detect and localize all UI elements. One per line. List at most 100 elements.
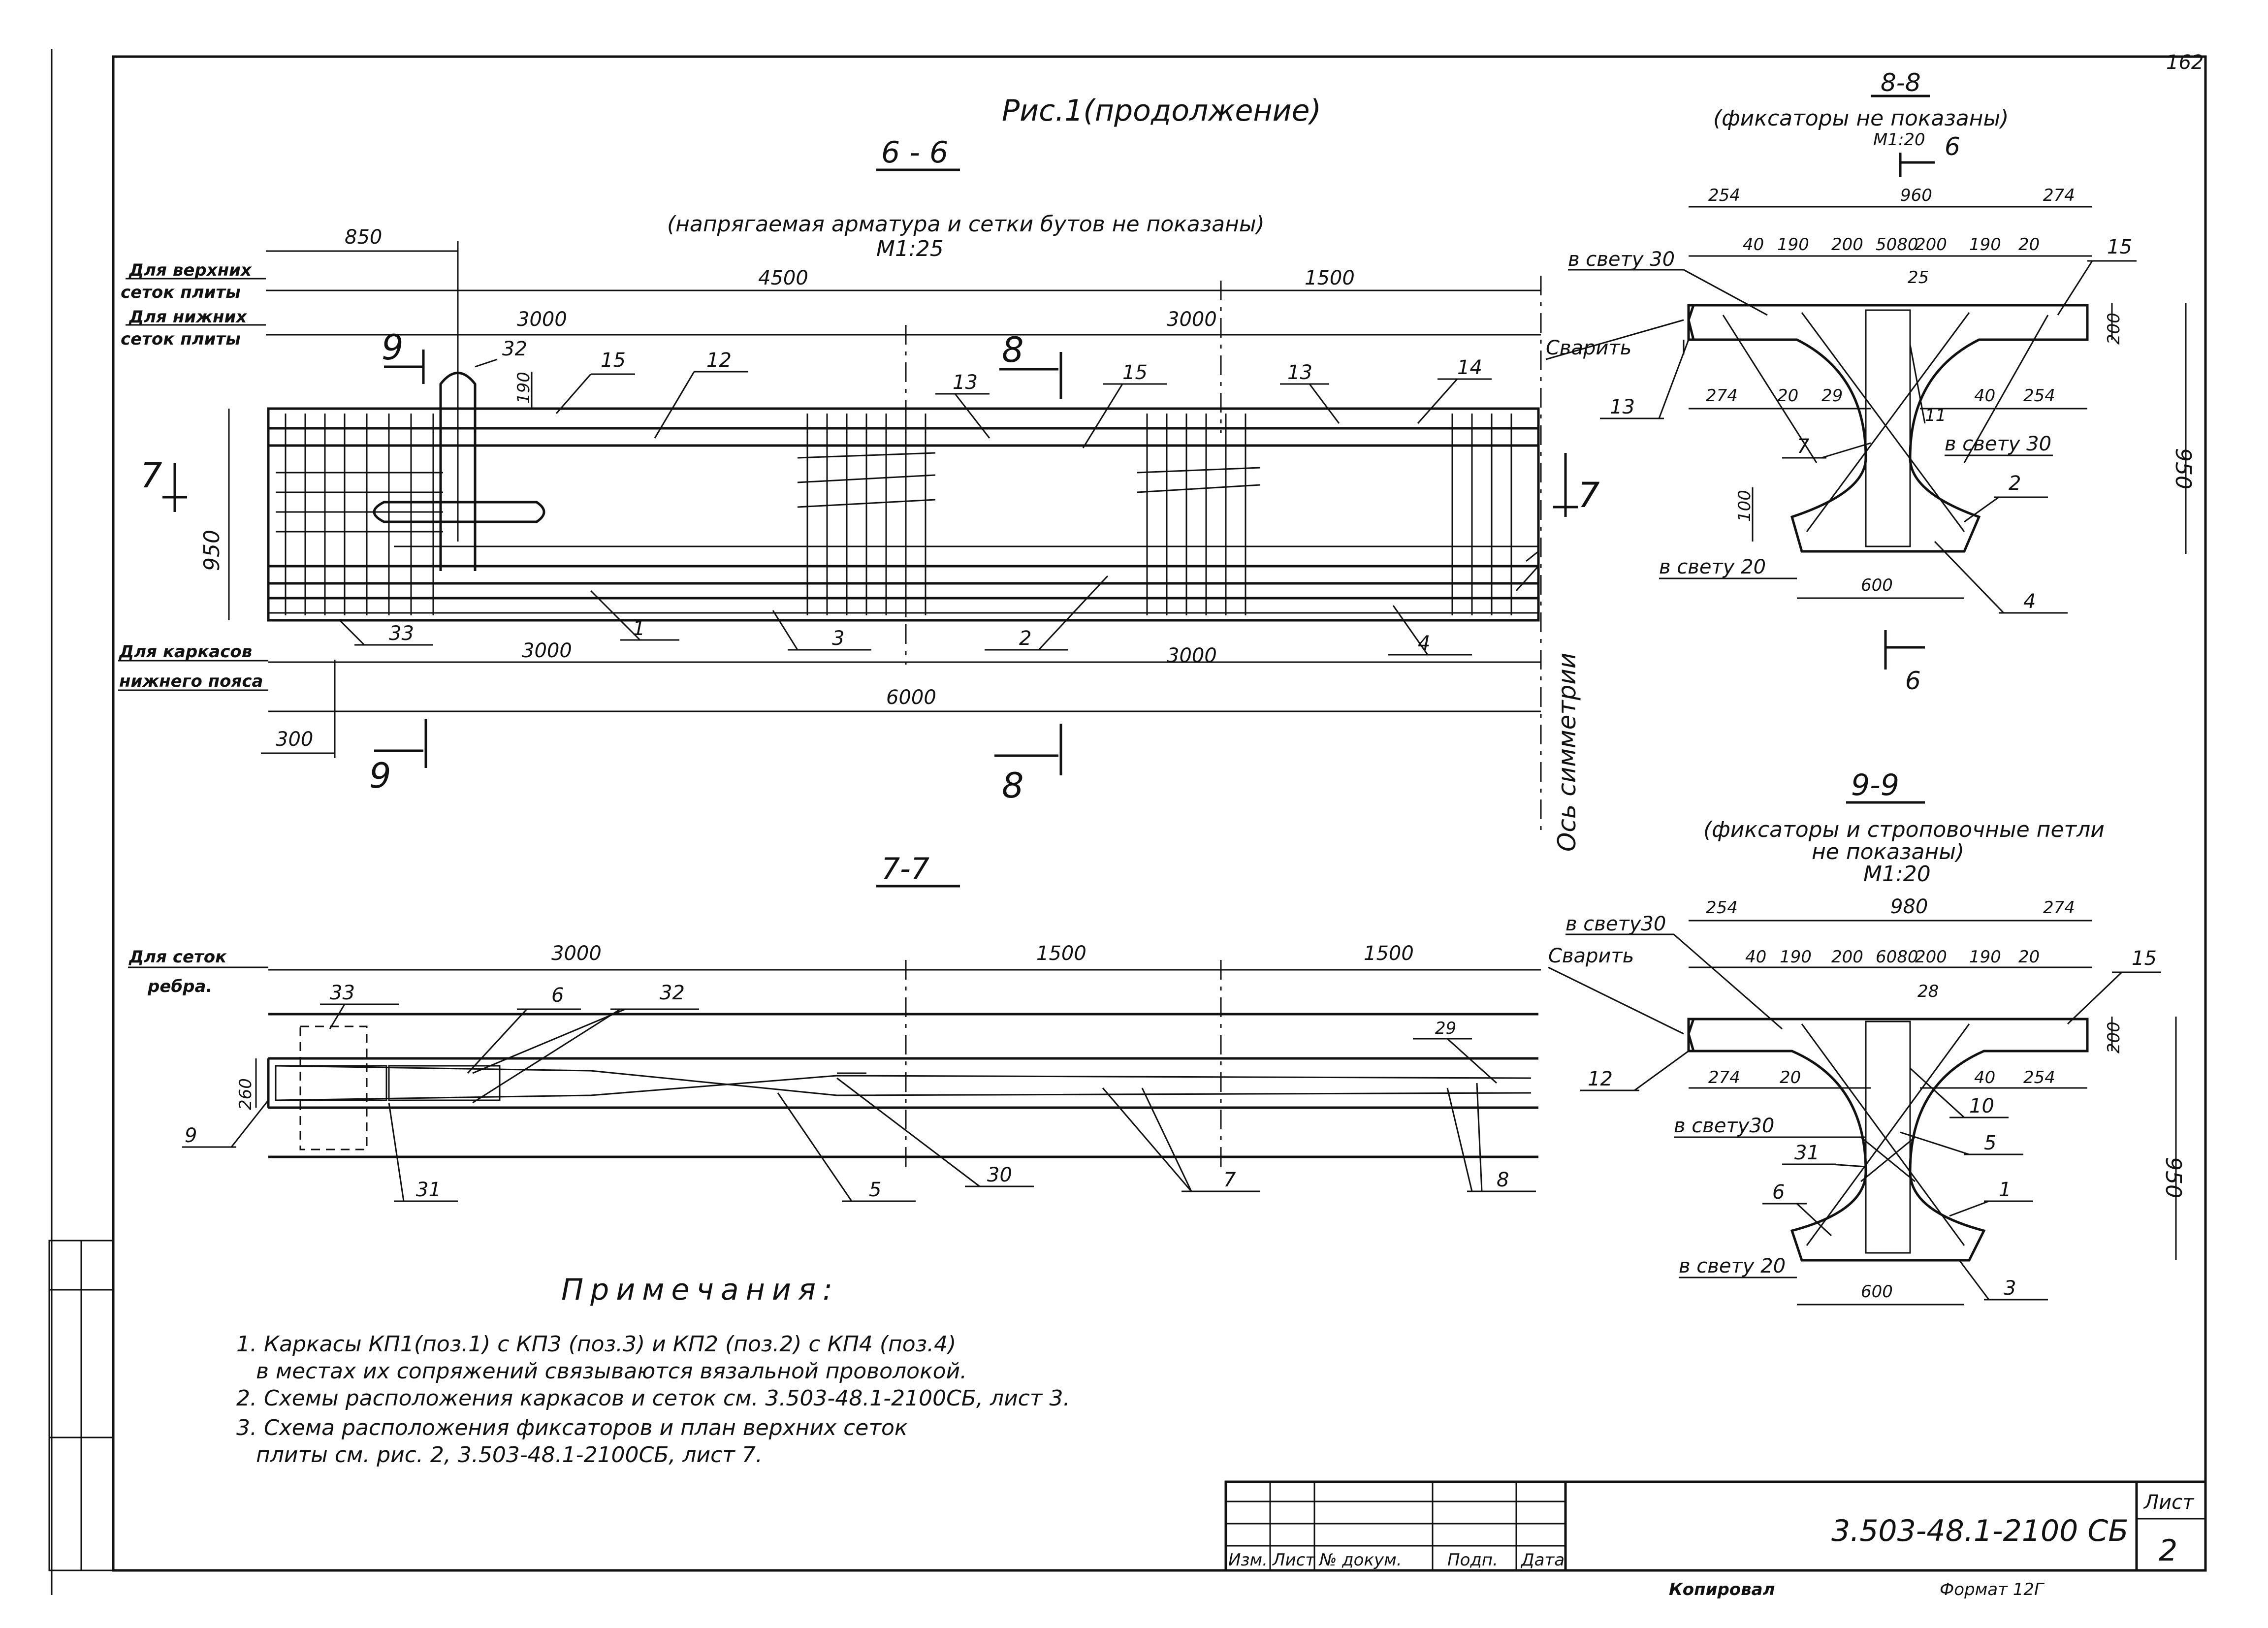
pos-12: 12	[706, 349, 732, 372]
dim-190: 190	[514, 372, 534, 404]
note-2: 2. Схемы расположения каркасов и сеток с…	[236, 1386, 1070, 1411]
pos-33-rib: 33	[330, 982, 355, 1004]
dim-254: 254	[1708, 186, 1740, 205]
dim-600-s99: 600	[1861, 1282, 1893, 1302]
section-9-9-title: 9-9	[1851, 768, 1899, 802]
section-8-8: 8-8 (фиксаторы не показаны) М1:20 6 254 …	[1545, 68, 2196, 695]
note-1a: 1. Каркасы КП1(поз.1) с КП3 (поз.3) и КП…	[236, 1332, 956, 1357]
dim-20-b-s99: 20	[1780, 1068, 1801, 1087]
pos-32-rib: 32	[660, 982, 685, 1004]
clear-20: в свету 20	[1659, 556, 1766, 578]
section-7-7: 7-7 Для сеток ребра. 3000 1500 1500 260 …	[128, 852, 1541, 1202]
section-6-6-scale: М1:25	[876, 236, 944, 261]
copied-by: Копировал	[1669, 1580, 1775, 1599]
pos-15-s99: 15	[2132, 947, 2157, 970]
dim-200-vert-s99: 200	[2104, 1021, 2124, 1053]
dim-20: 20	[2018, 235, 2040, 255]
pos-3-s99: 3	[2004, 1277, 2016, 1300]
tb-col-doc: № докум.	[1318, 1550, 1402, 1570]
weld-note-s99: Сварить	[1548, 945, 1634, 967]
sheet-label: Лист	[2143, 1491, 2195, 1514]
dim-6000: 6000	[886, 686, 936, 709]
pos-30: 30	[987, 1164, 1012, 1186]
pos-12-s99: 12	[1588, 1068, 1613, 1090]
dim-960: 960	[1900, 186, 1932, 205]
pos-32: 32	[502, 338, 527, 360]
pos-10-s99: 10	[1969, 1095, 1994, 1117]
dim-1500-a: 1500	[1036, 942, 1086, 965]
pos-31-s99: 31	[1794, 1142, 1820, 1164]
dim-6080: 6080	[1876, 947, 1918, 967]
pos-1: 1	[633, 617, 645, 640]
clear-30-b-s99: в свету30	[1674, 1115, 1774, 1137]
dim-190-a-s99: 190	[1780, 947, 1812, 967]
dim-274: 274	[2043, 186, 2075, 205]
left-cage	[276, 414, 443, 615]
pos-5-s99: 5	[1984, 1132, 1996, 1154]
dim-600: 600	[1861, 575, 1893, 595]
title-block: Изм. Лист № докум. Подп. Дата 3.503-48.1…	[1224, 1480, 2207, 1599]
sheet-number: 2	[2159, 1533, 2177, 1568]
dim-980: 980	[1890, 895, 1928, 918]
dim-200-b-s99: 200	[1915, 947, 1947, 967]
dim-274-b-s99: 274	[1708, 1068, 1740, 1087]
symmetry-axis-label: Ось симметрии	[1553, 653, 1581, 852]
pos-14: 14	[1457, 356, 1482, 379]
dim-274-b: 274	[1706, 386, 1738, 406]
dim-1500: 1500	[1305, 267, 1355, 289]
section-6-6-title: 6 - 6	[881, 135, 948, 170]
dim-190-b: 190	[1969, 235, 2001, 255]
pos-2: 2	[1019, 627, 1031, 650]
pos-15-s88: 15	[2107, 236, 2132, 258]
dim-950: 950	[199, 530, 224, 571]
pos-31: 31	[416, 1179, 441, 1201]
dim-3000: 3000	[551, 942, 602, 965]
tb-col-izm: Изм.	[1228, 1550, 1268, 1570]
tb-col-list: Лист	[1272, 1550, 1315, 1570]
tb-col-sign: Подп.	[1447, 1550, 1498, 1570]
dim-4500: 4500	[758, 267, 808, 289]
notes-title: Примечания:	[561, 1273, 839, 1307]
pos-6: 6	[551, 984, 564, 1007]
pos-3: 3	[832, 627, 844, 650]
dim-254-s99: 254	[1706, 898, 1738, 918]
label-frames-1: Для каркасов	[119, 642, 252, 662]
note-3b: плиты см. рис. 2, 3.503-48.1-2100СБ, лис…	[256, 1442, 763, 1468]
pos-33: 33	[389, 622, 414, 645]
clear-30-b: в свету 30	[1945, 433, 2051, 455]
dim-190-a: 190	[1777, 235, 1809, 255]
dim-254-b: 254	[2023, 386, 2055, 406]
dim-200-vert: 200	[2104, 313, 2124, 345]
cut-8-bottom: 8	[1002, 766, 1024, 806]
dim-200-a: 200	[1831, 235, 1863, 255]
notes-block: Примечания: 1. Каркасы КП1(поз.1) с КП3 …	[236, 1273, 1070, 1468]
pos-6-s99: 6	[1772, 1181, 1785, 1204]
pos-7-s88: 7	[1797, 435, 1810, 458]
document-code: 3.503-48.1-2100 СБ	[1831, 1514, 2129, 1548]
dim-5080: 5080	[1876, 235, 1918, 255]
sheet-frame	[112, 55, 2207, 1572]
pos-4: 4	[1418, 632, 1430, 655]
cut-9-bottom: 9	[369, 756, 391, 796]
dim-29: 29	[1821, 386, 1843, 406]
label-bottom-mesh-2: сеток плиты	[121, 329, 241, 349]
pos-8: 8	[1497, 1169, 1509, 1191]
cut-9-top: 9	[382, 327, 404, 368]
dim-274-s99: 274	[2043, 898, 2075, 918]
dim-100: 100	[1735, 490, 1755, 522]
section-9-9-note-2: не показаны)	[1812, 839, 1964, 864]
dim-200-a-s99: 200	[1831, 947, 1863, 967]
clear-20-s99: в свету 20	[1679, 1255, 1786, 1277]
label-frames-2: нижнего пояса	[119, 671, 263, 691]
dim-28: 28	[1917, 982, 1939, 1001]
cut-7-left: 7	[140, 455, 162, 496]
dim-300: 300	[276, 728, 313, 751]
pos-15-b: 15	[1122, 361, 1148, 384]
pos-15-a: 15	[601, 349, 626, 372]
dim-20-s99: 20	[2018, 947, 2040, 967]
dim-40-b-s99: 40	[1974, 1068, 1995, 1087]
label-top-mesh-2: сеток плиты	[121, 283, 241, 302]
label-rib-mesh-1: Для сеток	[128, 947, 227, 967]
lifting-loop-32	[439, 372, 477, 571]
pos-5: 5	[869, 1179, 881, 1201]
